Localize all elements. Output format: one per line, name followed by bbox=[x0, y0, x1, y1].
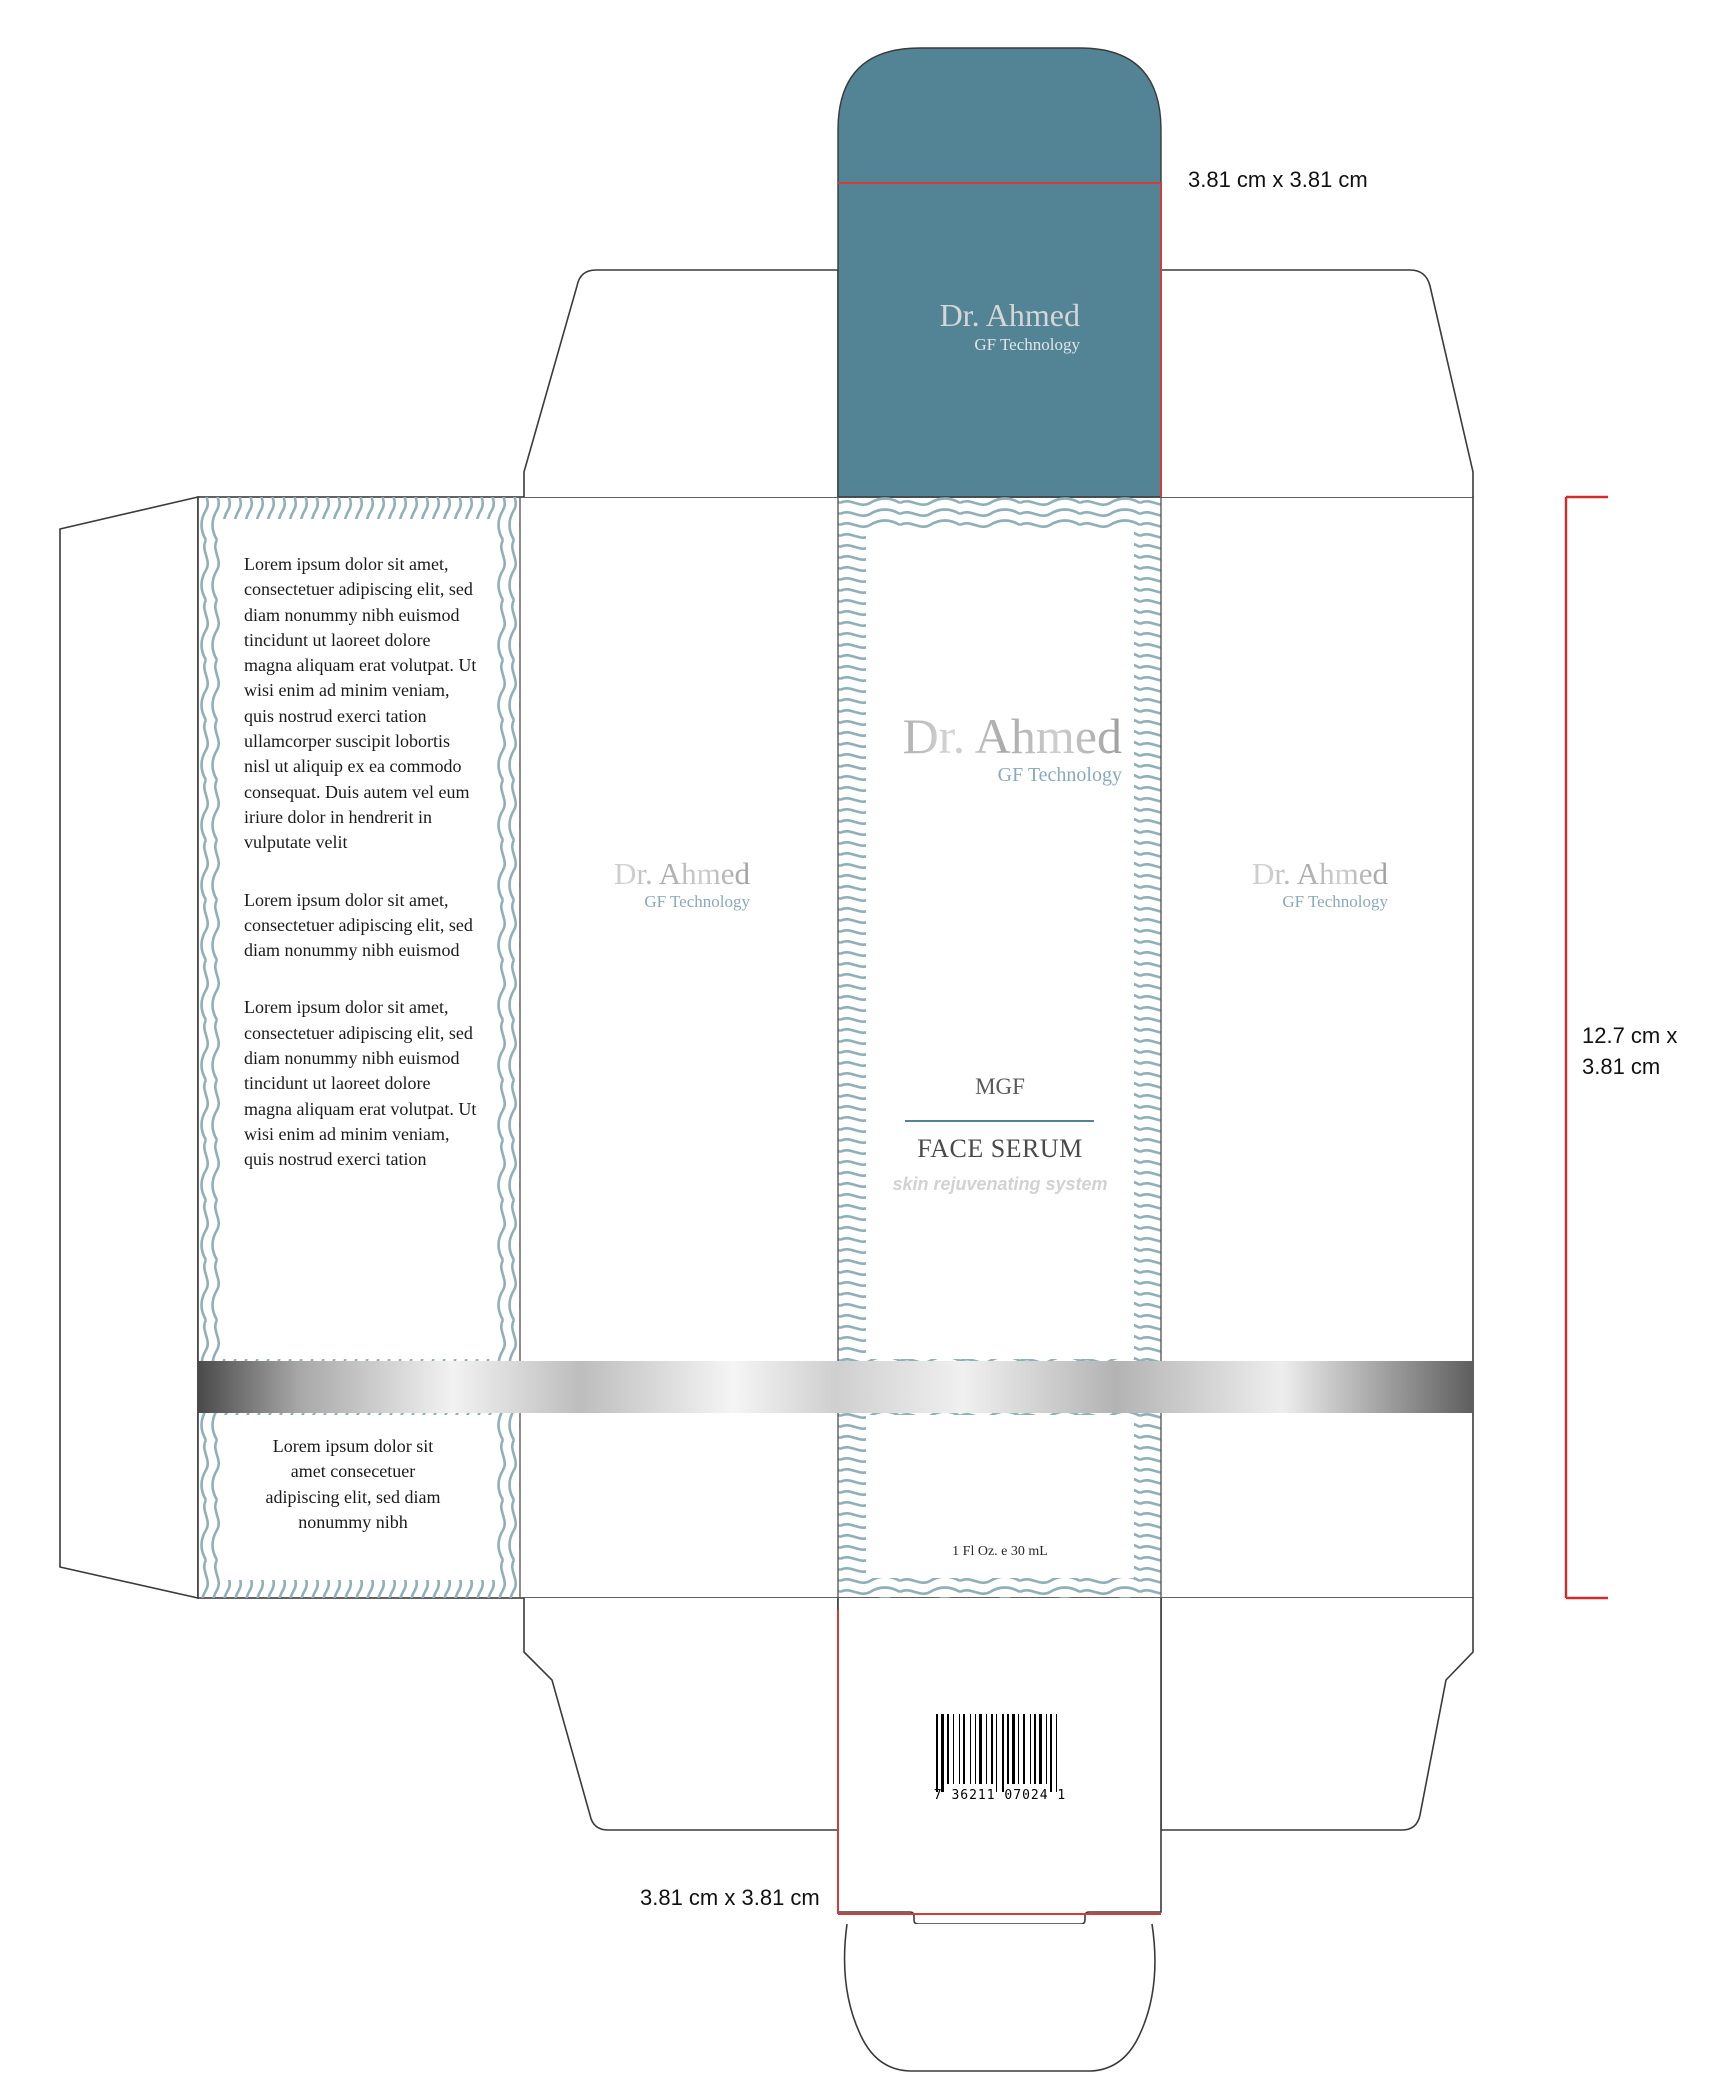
side-paragraph-1: Lorem ipsum dolor sit amet, consectetuer… bbox=[244, 554, 477, 853]
front-brand-subtitle: GF Technology bbox=[997, 764, 1122, 786]
height-measure bbox=[1564, 495, 1608, 1600]
bottom-tuck-dimension: 3.81 cm x 3.81 cm bbox=[640, 1885, 820, 1910]
bottom-tuck-tongue bbox=[843, 1923, 1156, 2072]
barcode-bar bbox=[996, 1714, 997, 1792]
front-brand-name: Dr. Ahmed bbox=[860, 708, 1122, 764]
product-code: MGF bbox=[975, 1074, 1025, 1099]
side-paragraph-3: Lorem ipsum dolor sit amet, consectetuer… bbox=[244, 997, 477, 1170]
product-name: FACE SERUM bbox=[917, 1134, 1083, 1163]
side-paragraph-2: Lorem ipsum dolor sit amet, consectetuer… bbox=[244, 889, 473, 961]
top-dust-flap-left bbox=[523, 269, 839, 497]
barcode-bar bbox=[970, 1714, 971, 1784]
bottom-dust-flap-right bbox=[1160, 1598, 1474, 1831]
barcode-bar bbox=[1050, 1714, 1052, 1792]
product-tagline: skin rejuvenating system bbox=[892, 1174, 1108, 1194]
side-panel-text-area-lower bbox=[222, 1415, 496, 1580]
barcode-bar bbox=[1007, 1714, 1009, 1784]
top-tuck-flap bbox=[837, 47, 1162, 498]
right-brand-subtitle: GF Technology bbox=[1282, 892, 1388, 911]
height-dimension: 12.7 cm x 3.81 cm bbox=[1582, 1023, 1678, 1079]
barcode-bar bbox=[1039, 1714, 1042, 1784]
barcode-bar bbox=[1056, 1714, 1057, 1792]
top-brand-name: Dr. Ahmed bbox=[939, 297, 1080, 333]
side-panel-copy: Lorem ipsum dolor sit amet, consectetuer… bbox=[244, 552, 480, 1205]
barcode-bar bbox=[936, 1714, 938, 1792]
barcode-bar bbox=[1023, 1714, 1025, 1784]
barcode-bar bbox=[1034, 1714, 1036, 1784]
right-brand-name: Dr. Ahmed bbox=[1198, 856, 1388, 892]
glue-flap bbox=[59, 495, 199, 1599]
barcode-bar bbox=[979, 1714, 982, 1784]
barcode-bars bbox=[936, 1714, 1057, 1792]
barcode-bar bbox=[1002, 1714, 1004, 1792]
front-panel-label-area-lower bbox=[866, 1415, 1134, 1578]
barcode-bar bbox=[991, 1714, 993, 1784]
barcode-bar bbox=[1018, 1714, 1019, 1784]
barcode-bar bbox=[941, 1714, 944, 1792]
bottom-tuck-flap bbox=[837, 1598, 1162, 1925]
product-volume: 1 Fl Oz. e 30 mL bbox=[952, 1544, 1048, 1559]
barcode-bar bbox=[975, 1714, 976, 1784]
front-brand-block: Dr. Ahmed GF Technology bbox=[860, 708, 1122, 786]
barcode-bar bbox=[986, 1714, 987, 1784]
top-brand-block: Dr. Ahmed GF Technology bbox=[900, 296, 1080, 356]
side-panel-text-area-upper bbox=[222, 519, 496, 1359]
barcode-bar bbox=[1030, 1714, 1031, 1784]
barcode-bar bbox=[959, 1714, 960, 1784]
bottom-dust-flap-left bbox=[523, 1598, 839, 1831]
side-panel-lower-copy: Lorem ipsum dolor sit amet consecetuer a… bbox=[265, 1436, 441, 1532]
back-brand-name: Dr. Ahmed bbox=[560, 856, 750, 892]
top-brand-subtitle: GF Technology bbox=[974, 335, 1080, 354]
front-panel-label-area-upper bbox=[866, 529, 1134, 1359]
top-dust-flap-right bbox=[1160, 269, 1474, 497]
back-brand-subtitle: GF Technology bbox=[644, 892, 750, 911]
back-brand-block: Dr. Ahmed GF Technology bbox=[560, 856, 750, 912]
right-brand-block: Dr. Ahmed GF Technology bbox=[1198, 856, 1388, 912]
barcode-bar bbox=[1012, 1714, 1015, 1784]
barcode-bar bbox=[953, 1714, 954, 1784]
barcode-bar bbox=[963, 1714, 965, 1784]
metallic-band bbox=[198, 1361, 1473, 1413]
barcode-digits: 7 36211 07024 1 bbox=[933, 1788, 1067, 1803]
barcode-bar bbox=[947, 1714, 949, 1784]
top-tuck-dimension: 3.81 cm x 3.81 cm bbox=[1188, 167, 1368, 192]
barcode-bar bbox=[1046, 1714, 1047, 1784]
